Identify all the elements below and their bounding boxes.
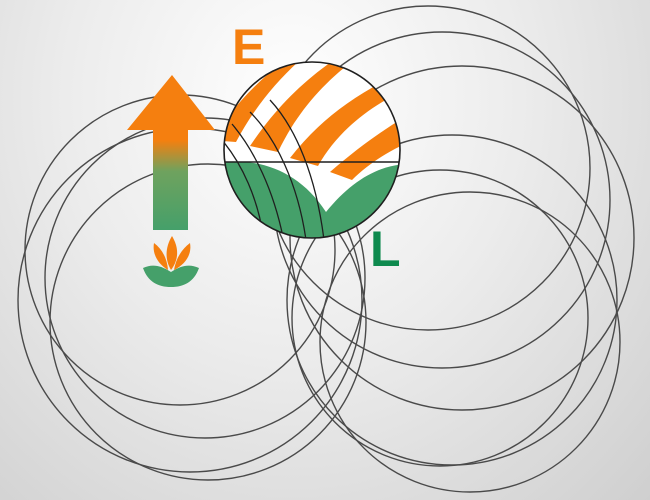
letter-e-label: E bbox=[232, 19, 266, 75]
emblem-band bbox=[224, 62, 300, 142]
up-arrow-icon bbox=[127, 75, 215, 230]
emblem-furrow bbox=[269, 99, 325, 238]
construction-circle bbox=[289, 65, 635, 411]
sprout-icon bbox=[143, 236, 199, 287]
sprout-leaf-center bbox=[166, 236, 178, 270]
sprout-leaf-left bbox=[153, 243, 168, 270]
emblem-band bbox=[250, 62, 354, 152]
emblem-furrow bbox=[231, 123, 285, 238]
letter-l-label: L bbox=[370, 221, 401, 277]
emblem-outline bbox=[223, 61, 401, 239]
emblem-furrow bbox=[249, 111, 307, 238]
construction-circle bbox=[49, 163, 367, 481]
emblem-orange-bands bbox=[224, 62, 400, 180]
construction-circle bbox=[291, 169, 589, 467]
sprout-leaf-right bbox=[174, 243, 191, 270]
emblem-band bbox=[290, 74, 400, 166]
sprout-ground bbox=[143, 265, 199, 287]
emblem-band bbox=[330, 114, 400, 180]
construction-circle bbox=[319, 191, 621, 493]
